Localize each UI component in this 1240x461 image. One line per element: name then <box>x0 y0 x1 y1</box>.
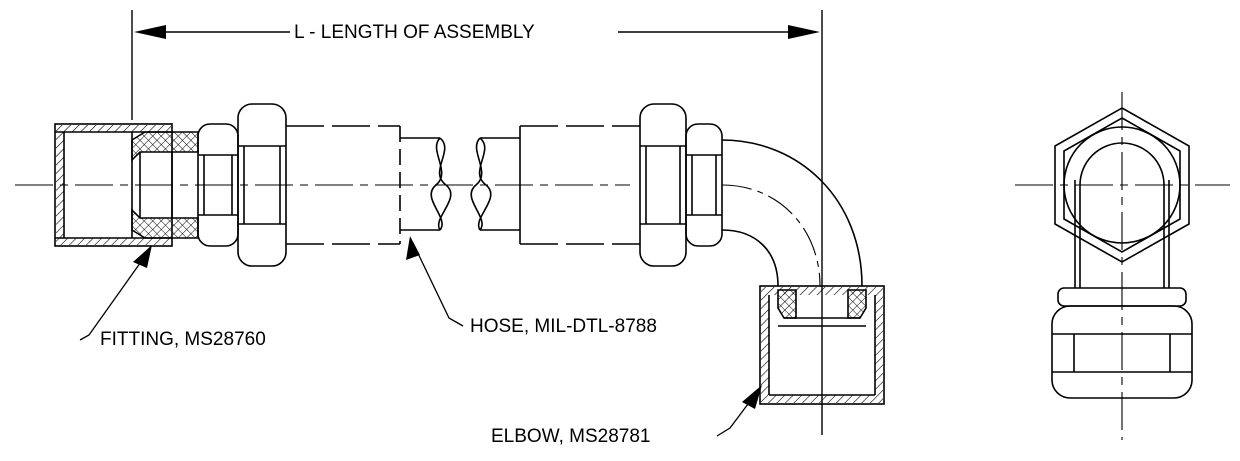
dimension-arrow-right <box>788 25 820 39</box>
dimension-label: L - LENGTH OF ASSEMBLY <box>294 22 535 43</box>
elbow-label: ELBOW, MS28781 <box>491 426 651 447</box>
right-large-hex-nut <box>639 103 687 267</box>
dimension-arrow-left <box>134 25 166 39</box>
large-hex-nut <box>237 103 287 267</box>
end-view <box>1015 92 1230 440</box>
hose-leader <box>406 236 464 327</box>
dimension-line <box>131 10 823 435</box>
hose <box>286 125 640 245</box>
elbow-bend <box>721 139 863 287</box>
fitting-leader <box>79 245 152 341</box>
hose-label: HOSE, MIL-DTL-8788 <box>470 316 657 337</box>
right-small-hex-nut <box>685 123 723 247</box>
elbow-socket <box>759 285 885 405</box>
elbow-leader <box>716 385 762 437</box>
fitting-label: FITTING, MS28760 <box>100 329 266 350</box>
